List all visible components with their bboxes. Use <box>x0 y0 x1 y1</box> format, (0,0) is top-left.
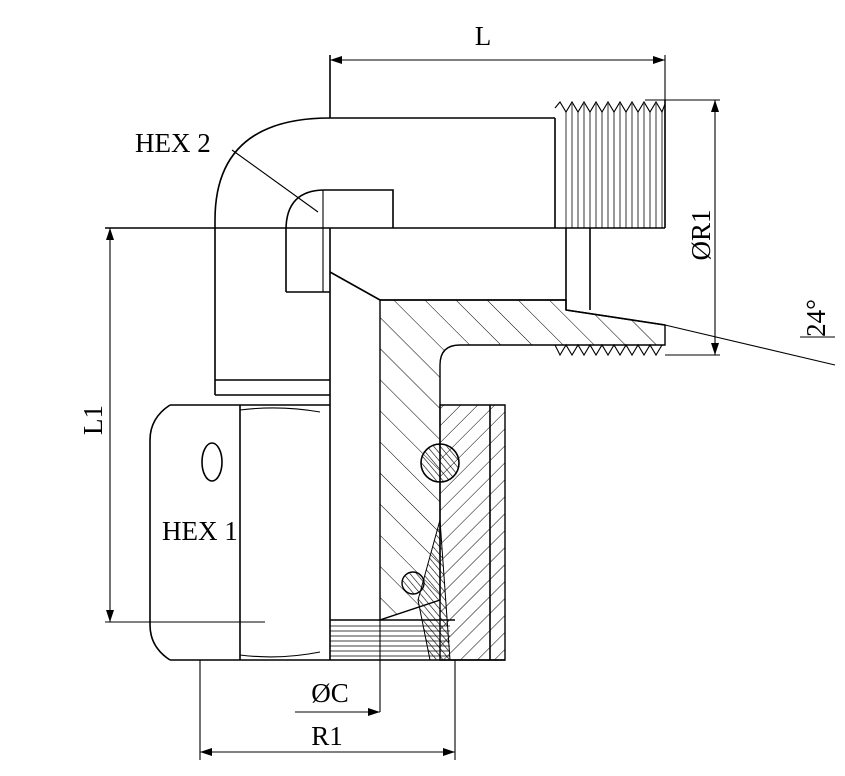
label-angle: 24° <box>801 299 831 337</box>
male-thread-top <box>554 100 666 228</box>
female-thread-bottom <box>330 619 505 661</box>
label-l1: L1 <box>78 405 108 435</box>
elbow-body <box>105 55 666 660</box>
label-l: L <box>475 21 492 51</box>
hex1-nut <box>149 404 330 661</box>
label-thread-r1: R1 <box>311 721 343 751</box>
dimension-lines <box>105 55 836 760</box>
label-hex2: HEX 2 <box>135 128 211 158</box>
label-dia-r1: ØR1 <box>686 209 716 260</box>
section-hatch <box>379 299 666 661</box>
label-dia-c: ØC <box>311 678 349 708</box>
label-hex1: HEX 1 <box>162 516 238 546</box>
